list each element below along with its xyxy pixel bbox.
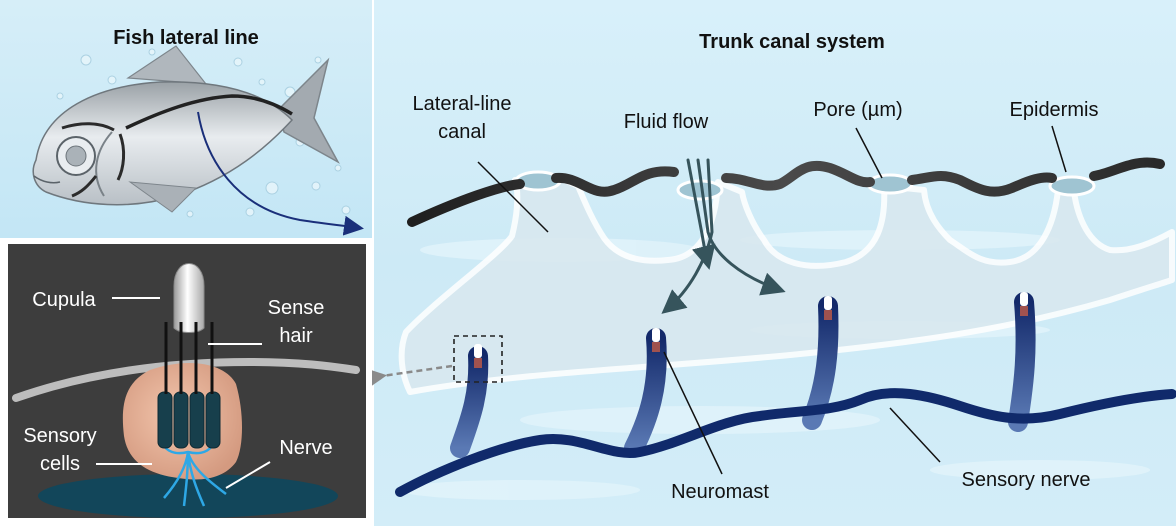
cupula-tip [652,328,660,342]
trunk-panel-title: Trunk canal system [699,31,885,53]
cupula-tip [474,344,482,358]
label-neuromast: Neuromast [671,481,769,503]
label-lateral-line-canal-2: canal [438,121,486,143]
fish-panel-title: Fish lateral line [113,27,259,49]
nerve-base [38,474,338,518]
cupula-tip [824,296,832,310]
anal-fin [128,181,198,213]
epidermis-layer [407,157,1165,227]
fish-mouth [33,175,61,184]
fish-pupil [65,145,87,167]
leader-sensory-nerve [889,407,941,463]
label-sensory-cells-2: cells [40,453,80,475]
label-nerve: Nerve [279,437,332,459]
gill-lateral-line [116,133,126,181]
neuromast [1008,292,1036,432]
hair-cell-mark [1020,306,1028,316]
label-fluid-flow: Fluid flow [624,111,709,133]
cupula-tip [1020,292,1028,306]
inset-pointer-arrow [363,364,453,390]
hair-cell-mark [824,310,832,320]
fish-body [32,81,294,206]
leader-nerve [225,461,271,489]
leader-epidermis [1051,125,1067,173]
trunk-lateral-line [125,94,293,130]
label-cupula: Cupula [32,289,96,311]
afferent-nerve-fibers [163,445,227,507]
zoom-arrow [197,111,364,236]
jaw-lateral-line [71,175,98,198]
leader-neuromast [663,351,723,475]
fluid-flow-arrows [661,158,786,314]
fish-illustration [32,45,340,213]
label-sense-hair-2: hair [279,325,313,347]
gill-cover [95,131,113,197]
pores [514,170,1096,201]
sense-hairs [164,322,214,394]
label-lateral-line-canal: Lateral-line [413,93,512,115]
pore [866,173,914,195]
label-sensory-nerve: Sensory nerve [962,469,1091,491]
hair-cells [157,391,221,449]
hair-cell-mark [474,358,482,368]
neuromast [624,328,667,458]
cupula [173,263,205,333]
label-pore: Pore (µm) [813,99,902,121]
inset-epidermis [12,357,360,402]
hair-cell-mark [652,342,660,352]
label-epidermis: Epidermis [1010,99,1099,121]
pore [1048,175,1096,197]
leader-pore [855,127,883,179]
label-sensory-cells: Sensory [23,425,96,447]
label-sense-hair: Sense [268,297,325,319]
zoom-box [453,335,503,383]
leader-canal [477,161,549,233]
head-lateral-line [61,122,115,132]
sensory-nerve [395,388,1176,497]
dorsal-fin [126,45,208,85]
